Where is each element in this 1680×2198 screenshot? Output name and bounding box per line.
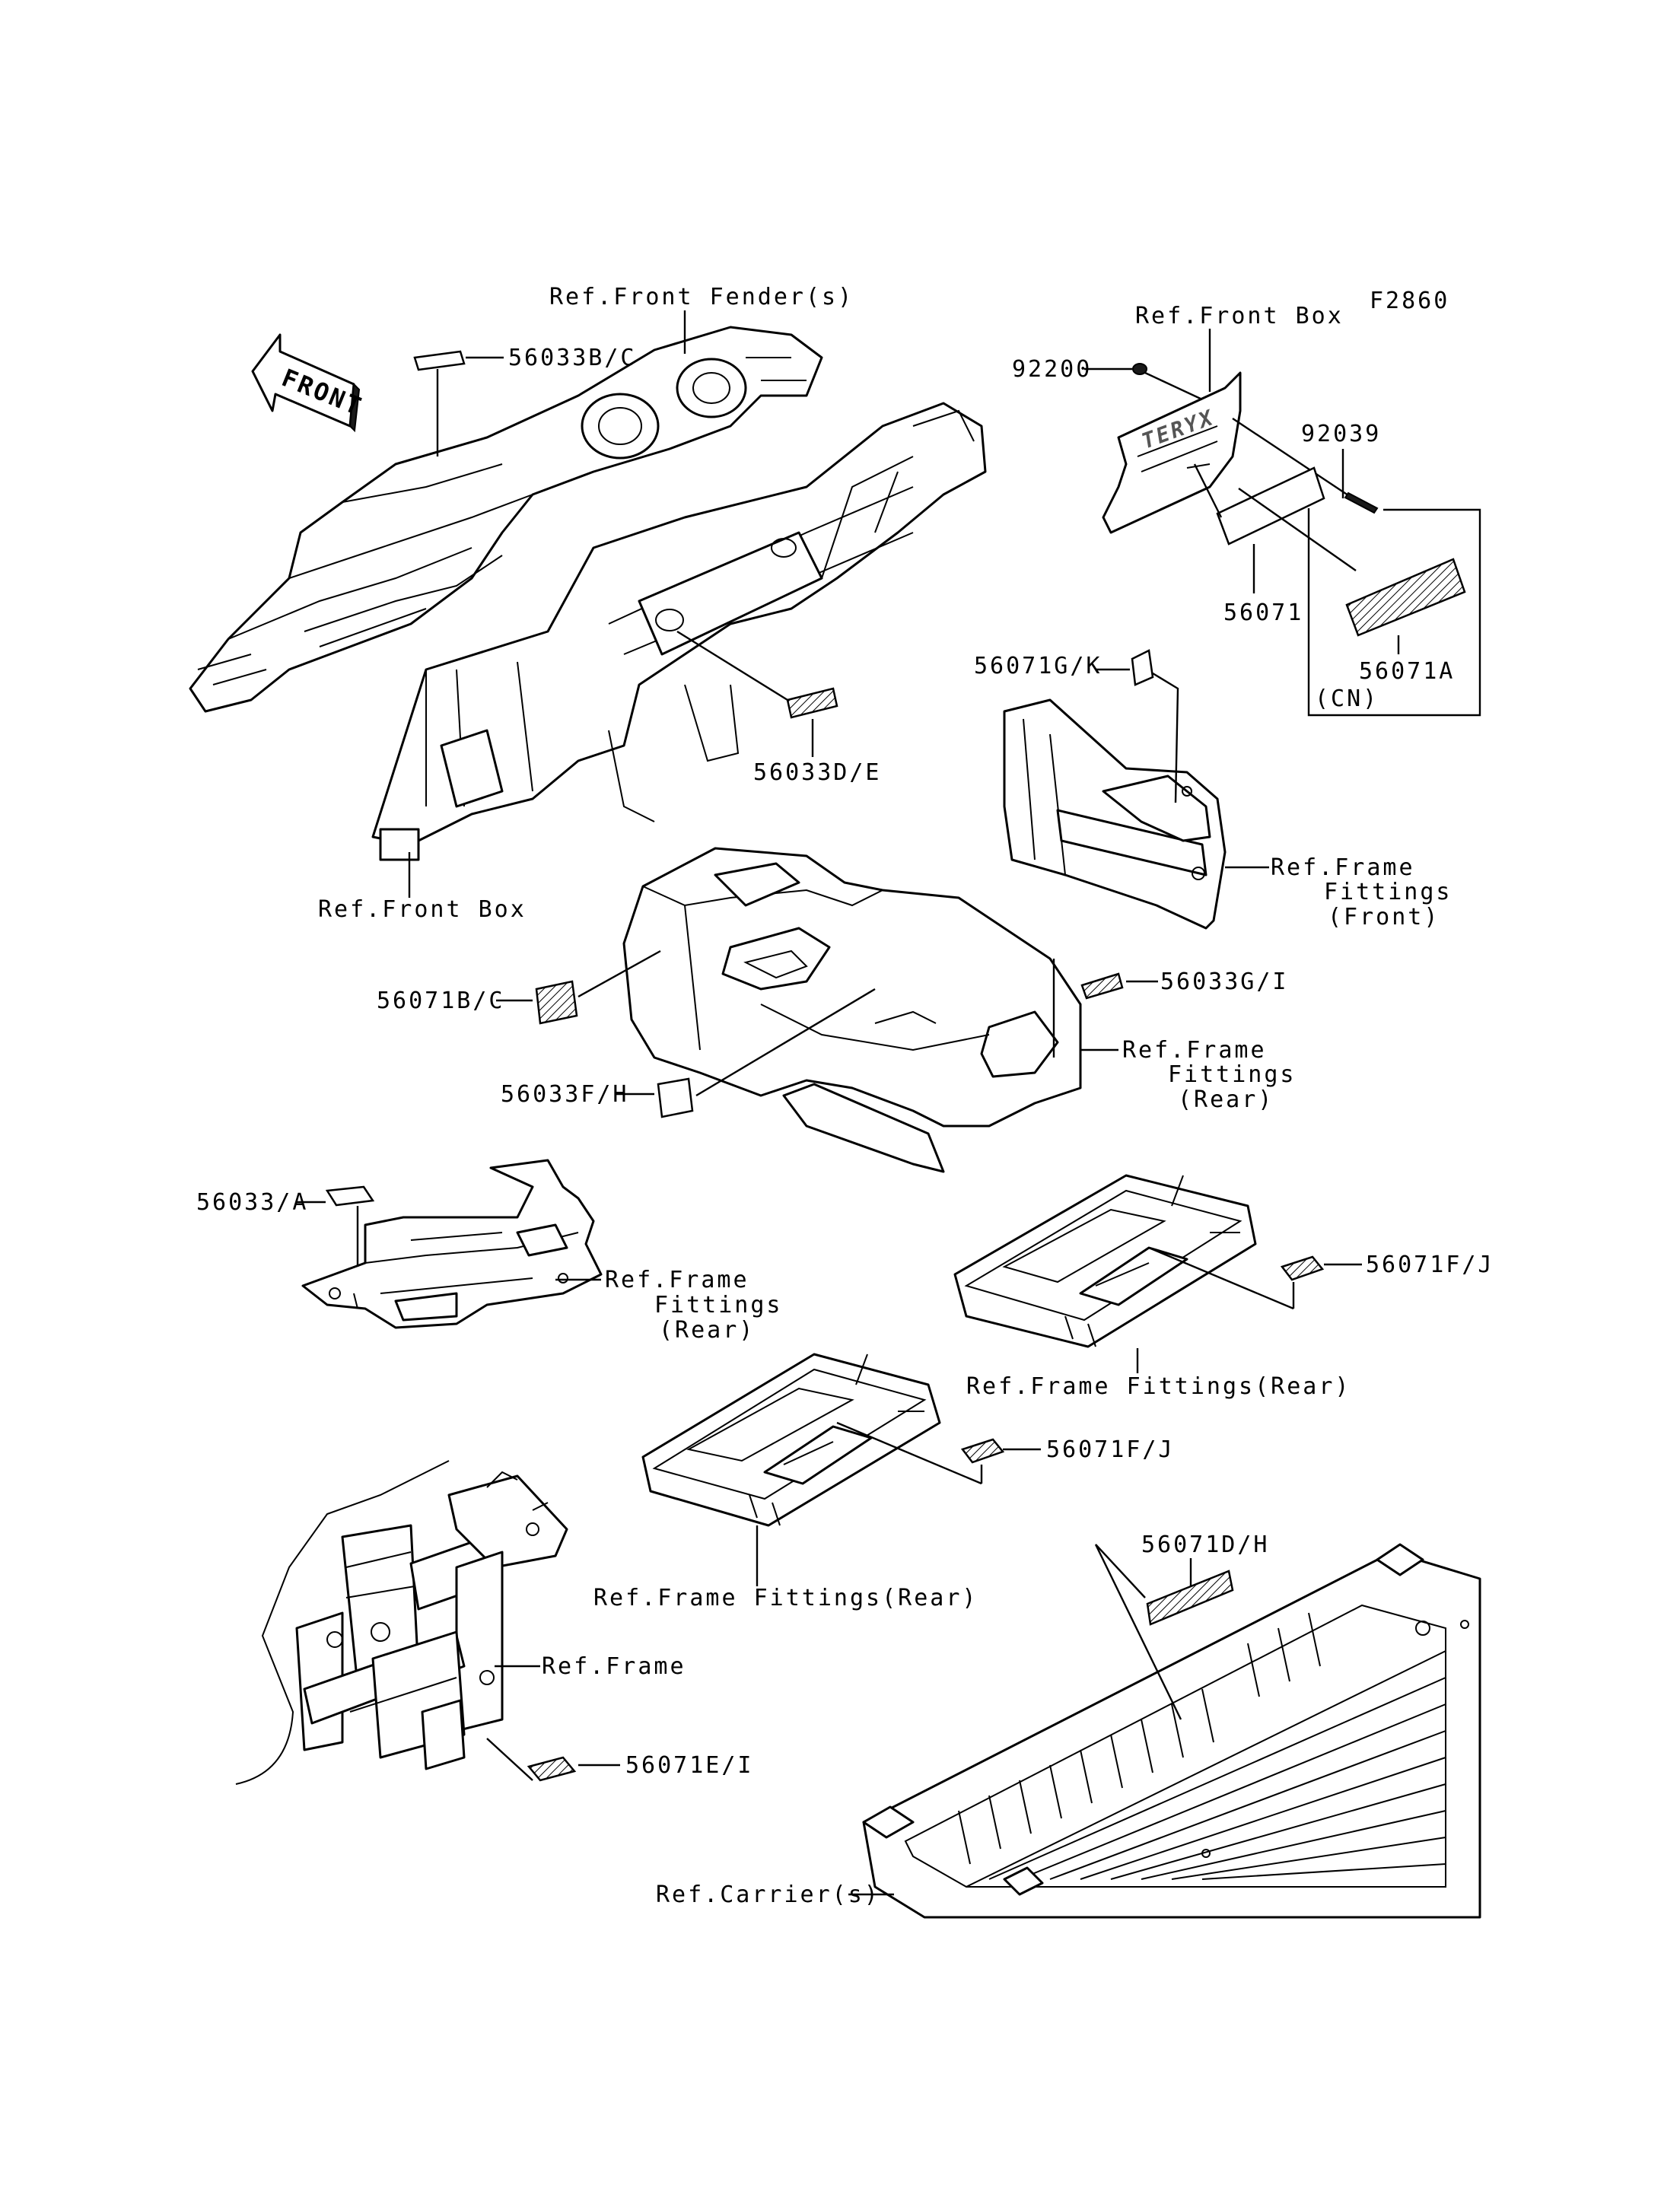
label-56033gi: 56033G/I xyxy=(1160,969,1289,995)
label-ref-front-box-top: Ref.Front Box xyxy=(1135,303,1344,329)
label-ref-front-box-bottom: Ref.Front Box xyxy=(318,896,527,923)
label-56071ei: 56071E/I xyxy=(625,1752,754,1779)
label-ref-frame-fittings-rear-a-3: (Rear) xyxy=(1178,1086,1274,1113)
center-console xyxy=(622,847,1082,1173)
label-56071gk: 56071G/K xyxy=(974,653,1102,679)
decal-56071ei xyxy=(527,1756,577,1782)
label-ref-frame-fittings-rear-a-1: Ref.Frame xyxy=(1122,1037,1267,1064)
label-ref-frame-fittings-front-2: Fittings xyxy=(1324,879,1452,905)
label-92039: 92039 xyxy=(1301,421,1381,447)
decal-56071 xyxy=(1193,463,1325,593)
tray-middle xyxy=(641,1353,941,1527)
frame-rear xyxy=(235,1460,568,1785)
decal-56071gk xyxy=(1131,649,1154,686)
figure-code: F2860 xyxy=(1370,288,1449,314)
decal-56033bc xyxy=(413,350,504,456)
label-56033a: 56033/A xyxy=(196,1189,308,1216)
decal-56071fj-1 xyxy=(1280,1255,1325,1281)
label-56071fj-2: 56071F/J xyxy=(1046,1436,1175,1463)
label-ref-carriers: Ref.Carrier(s) xyxy=(656,1882,880,1908)
front-arrow-icon: FRONT xyxy=(251,333,367,433)
label-ref-frame-fittings-front-1: Ref.Frame xyxy=(1271,854,1415,881)
label-56071bc: 56071B/C xyxy=(377,988,505,1014)
front-box-lid: TERYX xyxy=(1102,371,1242,534)
label-56071: 56071 xyxy=(1223,600,1303,626)
rivet-icon xyxy=(1344,491,1379,514)
label-cn: (CN) xyxy=(1315,685,1379,712)
label-56071dh: 56071D/H xyxy=(1141,1532,1270,1558)
grommet-icon xyxy=(1132,363,1147,375)
tray-right xyxy=(953,1174,1257,1348)
decal-56033de xyxy=(676,630,838,757)
floor-plate xyxy=(301,1159,603,1329)
label-ref-frame-fittings-rear-c: Ref.Frame Fittings(Rear) xyxy=(966,1373,1351,1400)
label-ref-frame-fittings-rear-d: Ref.Frame Fittings(Rear) xyxy=(593,1585,978,1611)
label-56033de: 56033D/E xyxy=(753,759,882,786)
decal-56033a xyxy=(325,1185,375,1207)
decal-56071dh xyxy=(1146,1570,1234,1626)
front-box-assembly xyxy=(371,402,987,861)
decal-56071bc xyxy=(535,980,578,1025)
label-ref-frame-fittings-rear-b-1: Ref.Frame xyxy=(605,1267,749,1293)
cargo-bed xyxy=(862,1543,1481,1919)
frame-fittings-front xyxy=(1003,698,1227,930)
label-56033bc: 56033B/C xyxy=(508,345,637,371)
label-ref-frame-fittings-rear-b-3: (Rear) xyxy=(659,1317,755,1344)
decal-56033fh xyxy=(657,1077,694,1118)
decal-56033gi xyxy=(1080,972,1124,1000)
front-fender-assembly xyxy=(189,326,823,713)
label-56071fj-1: 56071F/J xyxy=(1366,1252,1494,1278)
label-92200: 92200 xyxy=(1012,356,1092,383)
label-ref-frame: Ref.Frame xyxy=(542,1653,686,1680)
label-ref-frame-fittings-rear-b-2: Fittings xyxy=(654,1292,783,1318)
label-ref-frame-fittings-front-3: (Front) xyxy=(1328,904,1440,930)
decal-56071fj-2 xyxy=(960,1438,1005,1464)
cn-variant-box xyxy=(1238,488,1481,717)
label-ref-frame-fittings-rear-a-2: Fittings xyxy=(1168,1061,1297,1088)
label-56071a: 56071A xyxy=(1359,658,1455,685)
label-56033fh: 56033F/H xyxy=(501,1081,629,1108)
label-ref-front-fenders: Ref.Front Fender(s) xyxy=(549,284,854,310)
